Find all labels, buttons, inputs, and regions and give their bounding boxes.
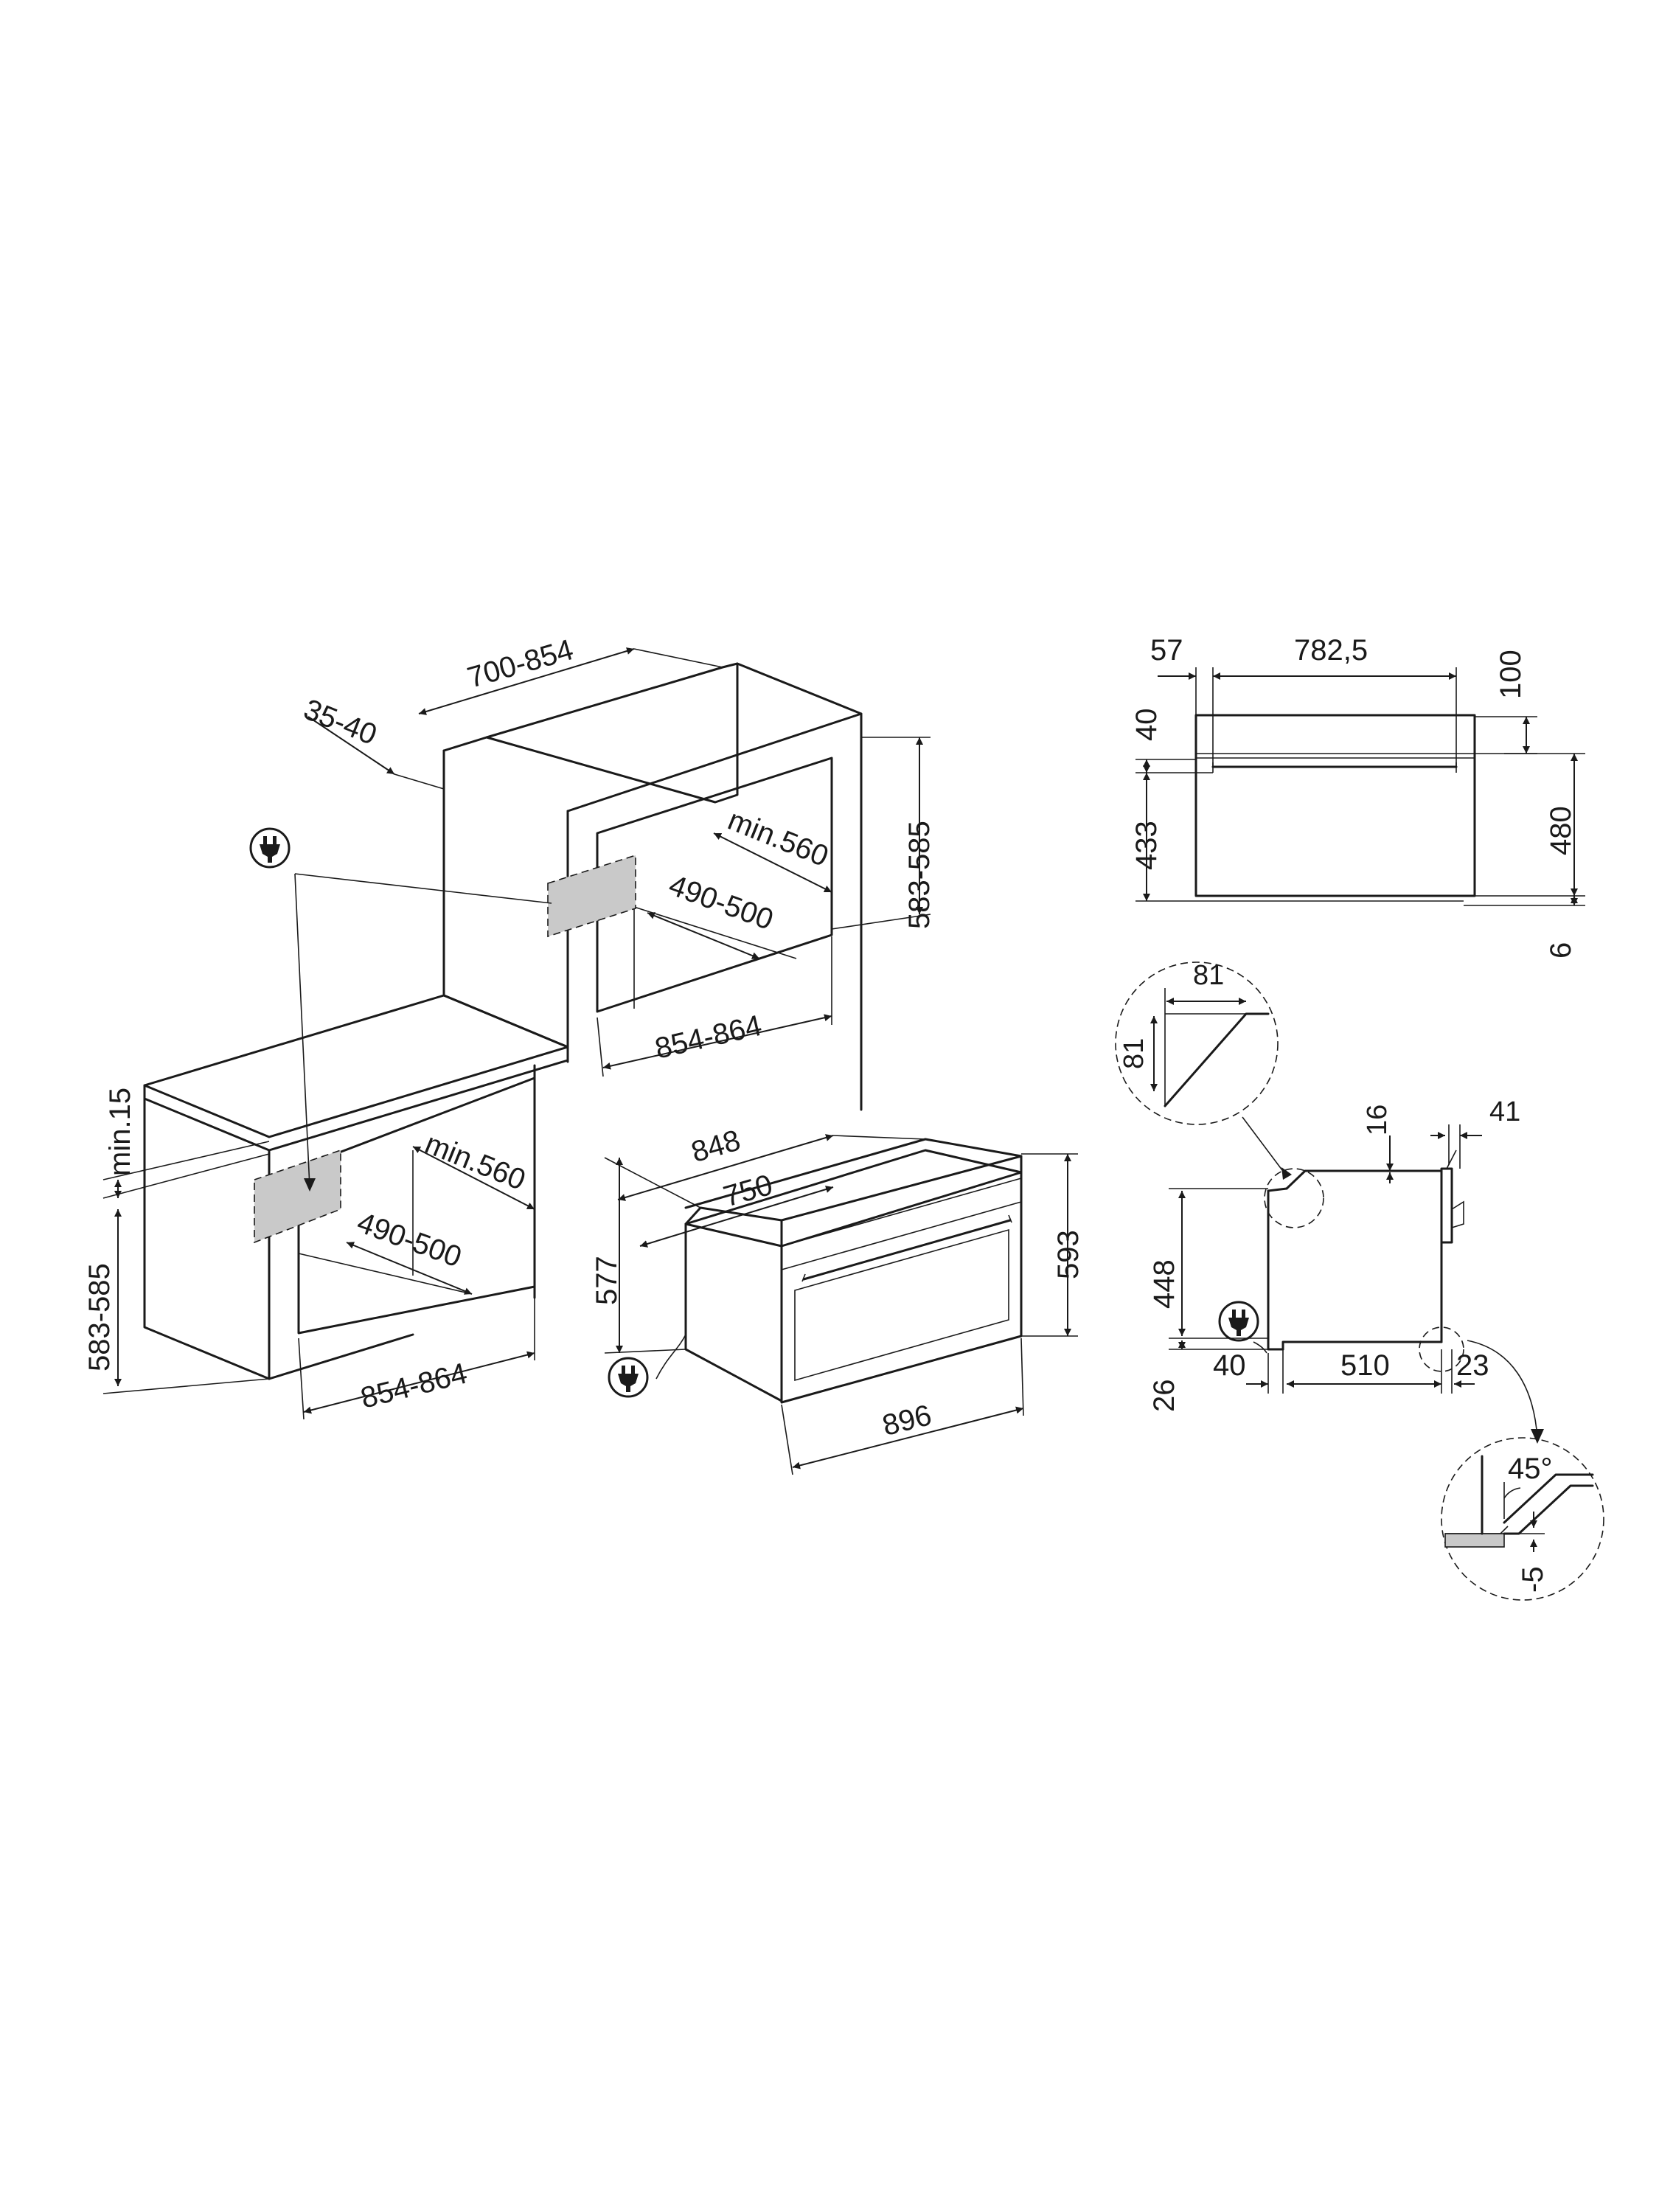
dim-lower-width: 854-864 <box>358 1357 470 1415</box>
oven-isometric: 848 750 577 593 896 <box>591 1124 1085 1475</box>
dim-side-rear-gap: 40 <box>1213 1349 1246 1382</box>
dim-detail-angle: 45° <box>1508 1453 1553 1485</box>
dim-upper-height: 583-585 <box>903 821 936 929</box>
dim-detail-chamfer-h: 81 <box>1119 1038 1150 1069</box>
dim-min-clearance: min.15 <box>104 1088 136 1176</box>
oven-front-view: 57 782,5 100 40 433 480 6 <box>1130 634 1585 959</box>
dim-side-height: 448 <box>1148 1259 1180 1309</box>
dim-oven-depth-total: 848 <box>688 1124 744 1169</box>
dim-detail-chamfer-w: 81 <box>1193 960 1224 991</box>
oven-side-view: 16 41 448 26 40 510 23 <box>1148 1096 1544 1444</box>
dim-front-total-height: 480 <box>1545 806 1577 855</box>
dim-side-top-step: 16 <box>1362 1105 1393 1135</box>
dim-lower-height: 583-585 <box>83 1263 116 1371</box>
dim-front-handle-height: 40 <box>1130 709 1163 742</box>
dim-detail-offset: -5 <box>1517 1566 1549 1593</box>
dim-side-gap: 35-40 <box>299 693 381 751</box>
dim-lower-min-depth: min.560 <box>420 1127 529 1197</box>
detail-chamfer: 81 81 <box>1115 960 1292 1180</box>
dim-front-door-height: 433 <box>1130 821 1163 870</box>
detail-angle: 45° -5 <box>1441 1437 1604 1601</box>
plug-icon <box>249 827 291 869</box>
dim-oven-front-height: 593 <box>1052 1230 1085 1279</box>
dim-side-front-gap: 23 <box>1456 1349 1489 1382</box>
plug-icon <box>608 1357 649 1398</box>
dim-upper-min-depth: min.560 <box>723 804 832 873</box>
niche-isometric: 700-854 35-40 583-585 min.560 490-500 85… <box>83 633 936 1420</box>
dim-oven-front-width: 896 <box>879 1399 934 1442</box>
dim-upper-width: 854-864 <box>652 1009 765 1065</box>
dim-oven-body-height: 577 <box>591 1256 623 1305</box>
dim-lower-inner-depth: 490-500 <box>353 1206 466 1274</box>
dim-front-top-gap: 100 <box>1495 650 1527 699</box>
dim-side-door-depth: 41 <box>1489 1096 1520 1127</box>
dim-side-depth: 510 <box>1340 1349 1390 1382</box>
dim-front-inner-width: 782,5 <box>1294 634 1368 667</box>
dim-side-base-height: 26 <box>1148 1380 1180 1413</box>
plug-icon <box>1218 1301 1259 1342</box>
dim-niche-depth: 700-854 <box>464 633 577 695</box>
dim-front-handle-offset: 57 <box>1150 634 1183 667</box>
dim-front-bottom-gap: 6 <box>1545 942 1577 959</box>
